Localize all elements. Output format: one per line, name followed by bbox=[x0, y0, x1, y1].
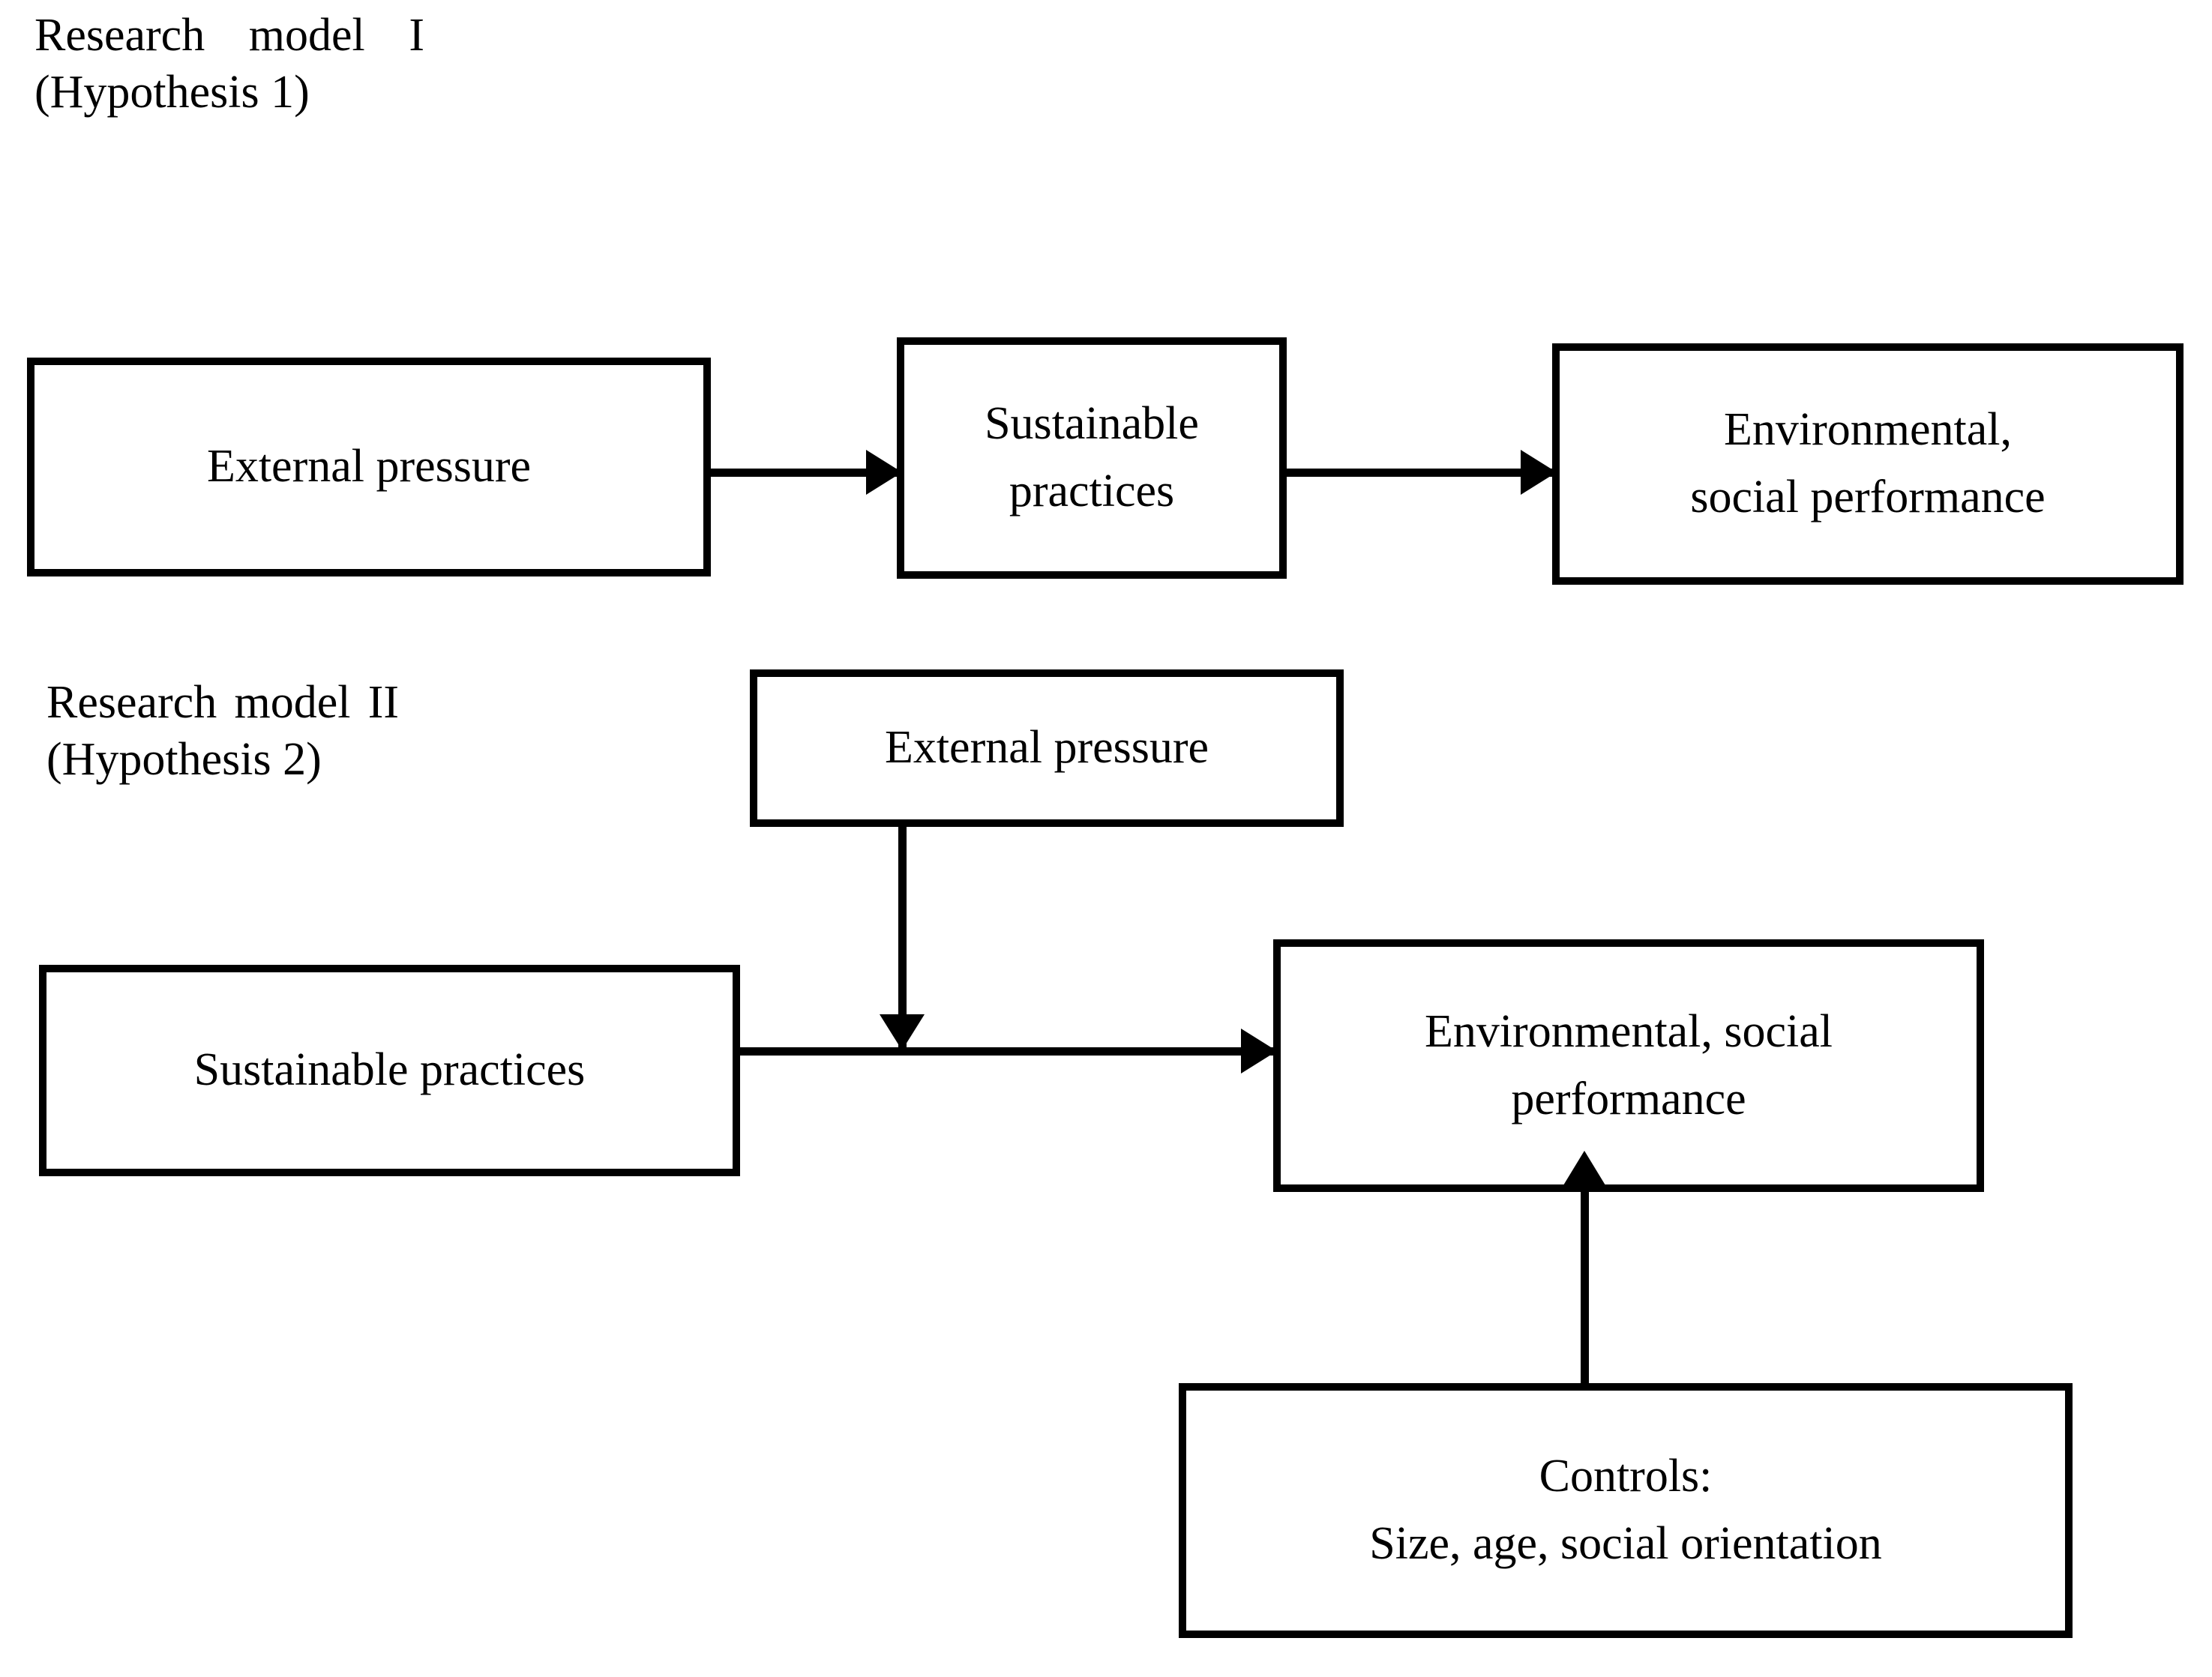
arrow-right-icon bbox=[1521, 450, 1557, 495]
node-environmental-social-performance-model-2-label-line1: Environmental, social bbox=[1424, 1005, 1833, 1057]
node-environmental-social-performance-model-2-label-line2: performance bbox=[1511, 1073, 1746, 1124]
edge-external-pressure-to-sustainable-practices-line bbox=[709, 469, 902, 477]
edge-sustainable-practices-to-performance-line bbox=[1284, 469, 1561, 477]
node-external-pressure-model-1-label: External pressure bbox=[206, 441, 532, 493]
model-2-hypothesis: (Hypothesis 2) bbox=[46, 733, 322, 785]
node-sustainable-practices-model-1[interactable]: Sustainable practices bbox=[897, 337, 1287, 579]
edge-sustainable-practices-to-performance-model-2-line bbox=[739, 1047, 1277, 1056]
node-sustainable-practices-model-2-label: Sustainable practices bbox=[193, 1044, 586, 1096]
node-controls[interactable]: Controls: Size, age, social orientation bbox=[1179, 1383, 2073, 1638]
node-environmental-social-performance-model-1-label-line2: social performance bbox=[1690, 472, 2046, 523]
node-sustainable-practices-model-2[interactable]: Sustainable practices bbox=[39, 965, 740, 1176]
edge-controls-to-performance-line bbox=[1581, 1177, 1589, 1388]
node-controls-label-line2: Size, age, social orientation bbox=[1369, 1518, 1882, 1569]
arrow-up-icon bbox=[1563, 1151, 1605, 1185]
model-1-hypothesis: (Hypothesis 1) bbox=[34, 66, 310, 118]
node-environmental-social-performance-model-2[interactable]: Environmental, social performance bbox=[1273, 939, 1984, 1192]
arrow-right-icon bbox=[1241, 1029, 1277, 1074]
arrow-down-icon bbox=[880, 1014, 925, 1050]
node-environmental-social-performance-model-1[interactable]: Environmental, social performance bbox=[1552, 343, 2184, 585]
arrow-right-icon bbox=[866, 450, 902, 495]
model-2-caption: Research model II (Hypothesis 2) bbox=[46, 675, 399, 788]
node-external-pressure-model-2[interactable]: External pressure bbox=[750, 669, 1344, 827]
node-environmental-social-performance-model-1-label-line1: Environmental, bbox=[1724, 404, 2012, 456]
node-sustainable-practices-model-1-label-line2: practices bbox=[1009, 466, 1175, 517]
node-external-pressure-model-1[interactable]: External pressure bbox=[27, 358, 711, 576]
node-external-pressure-model-2-label: External pressure bbox=[884, 722, 1209, 774]
node-controls-label-line1: Controls: bbox=[1539, 1451, 1713, 1502]
model-2-title: Research model II bbox=[46, 677, 399, 728]
edge-external-pressure-moderator-line bbox=[898, 825, 907, 1050]
model-1-caption: Research model I (Hypothesis 1) bbox=[34, 7, 424, 121]
model-1-title: Research model I bbox=[34, 10, 424, 61]
node-sustainable-practices-model-1-label-line1: Sustainable bbox=[985, 398, 1199, 450]
